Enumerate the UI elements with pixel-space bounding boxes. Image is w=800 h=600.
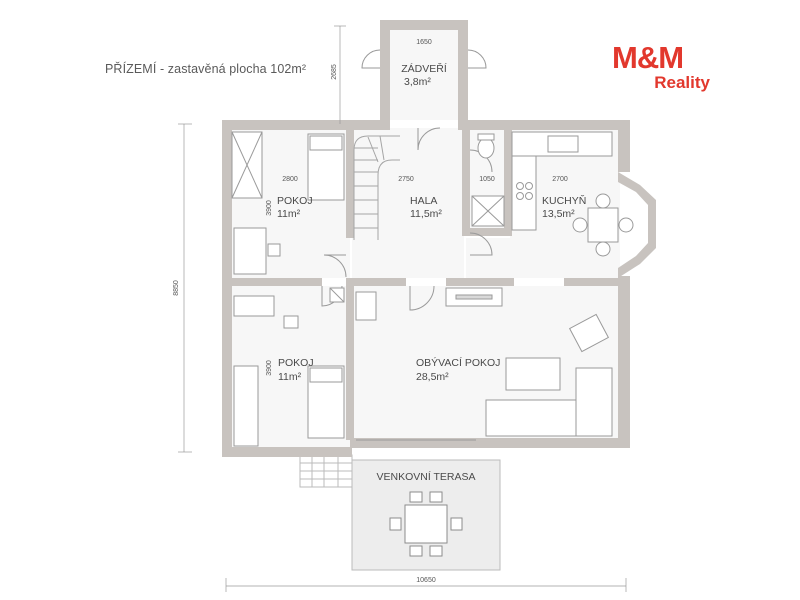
wall-east-low bbox=[618, 276, 630, 448]
room-kuchyn-area: 13,5m² bbox=[542, 208, 575, 220]
wall-east-high bbox=[618, 120, 630, 172]
door-hala-pokoj1 bbox=[323, 254, 347, 278]
wall-north-right bbox=[468, 120, 628, 130]
dim-zadveri-width: 1650 bbox=[416, 39, 432, 46]
wall-int-8 bbox=[564, 278, 630, 286]
bathroom-fixtures bbox=[471, 133, 505, 227]
room-hala-area: 11,5m² bbox=[410, 208, 442, 220]
room-fills bbox=[230, 28, 620, 454]
living-coffee-table bbox=[505, 357, 561, 391]
dim-pokoj1-depth: 3900 bbox=[266, 200, 273, 216]
room-pokoj2-name: POKOJ bbox=[278, 357, 314, 369]
living-armchair bbox=[568, 313, 610, 353]
hob-1 bbox=[516, 182, 524, 190]
pokoj1-chair bbox=[267, 243, 281, 257]
wall-int-9 bbox=[346, 286, 354, 440]
dim-wc-width: 1050 bbox=[479, 176, 495, 183]
dimension-texts: 1650 2685 2800 3900 2750 1050 2700 3900 … bbox=[173, 39, 568, 584]
hob-2 bbox=[525, 182, 533, 190]
kitchen-table bbox=[587, 207, 619, 243]
dim-zadveri-depth: 2685 bbox=[331, 64, 338, 80]
room-labels: ZÁDVEŘÍ 3,8m² POKOJ 11m² HALA 11,5m² KUC… bbox=[277, 62, 586, 483]
room-hala-name: HALA bbox=[410, 195, 437, 207]
wall-west bbox=[222, 120, 232, 457]
pokoj2-wardrobe bbox=[233, 365, 259, 447]
hob-3 bbox=[516, 192, 524, 200]
walls bbox=[222, 20, 656, 457]
room-pokoj1-name: POKOJ bbox=[277, 195, 313, 207]
dim-pokoj1-width: 2800 bbox=[282, 176, 298, 183]
kitchen-chair-1 bbox=[595, 193, 611, 209]
room-kuchyn-name: KUCHYŇ bbox=[542, 194, 586, 207]
dim-total-width: 10650 bbox=[416, 577, 436, 584]
kitchen-chair-4 bbox=[618, 217, 634, 233]
wall-int-5 bbox=[222, 278, 322, 286]
living-sofa-side bbox=[575, 367, 613, 437]
kitchen-chair-3 bbox=[572, 217, 588, 233]
living-shelf bbox=[355, 291, 377, 321]
kitchen-counter-side bbox=[511, 155, 537, 231]
wall-int-7 bbox=[446, 278, 514, 286]
pokoj2-furniture bbox=[233, 287, 345, 447]
pokoj1-furniture bbox=[231, 131, 345, 275]
brand-logo-subtitle: Reality bbox=[654, 73, 710, 92]
terrace-table-set bbox=[389, 491, 463, 557]
terrace bbox=[299, 454, 501, 571]
dim-total-depth: 8850 bbox=[173, 280, 180, 296]
living-furniture bbox=[355, 287, 613, 441]
wall-south-right bbox=[350, 438, 630, 448]
toilet bbox=[477, 137, 495, 159]
kitchen-chair-2 bbox=[595, 241, 611, 257]
room-pokoj1-area: 11m² bbox=[277, 208, 301, 220]
brand-logo-mark: M&M bbox=[612, 40, 684, 75]
kitchen-fixtures bbox=[511, 131, 634, 257]
kitchen-sink bbox=[547, 135, 579, 153]
room-zadveri-area: 3,8m² bbox=[404, 76, 431, 88]
door-hala-wc bbox=[469, 232, 493, 256]
terrace-stairs bbox=[299, 454, 353, 488]
staircase bbox=[353, 135, 400, 240]
door-zadveri-hala bbox=[417, 127, 441, 151]
wall-zadveri-north bbox=[380, 20, 468, 30]
room-terasa-name: VENKOVNÍ TERASA bbox=[376, 470, 475, 483]
dim-kuchyn-width: 2700 bbox=[552, 176, 568, 183]
room-obyvaci-area: 28,5m² bbox=[416, 371, 449, 383]
wall-int-1 bbox=[346, 130, 354, 238]
zadveri-windows bbox=[361, 49, 487, 69]
room-obyvaci-name: OBÝVACÍ POKOJ bbox=[416, 356, 500, 369]
wall-int-3 bbox=[504, 130, 512, 230]
wall-south-left bbox=[222, 447, 352, 457]
room-zadveri-name: ZÁDVEŘÍ bbox=[401, 62, 447, 75]
wall-zadveri-east bbox=[458, 20, 468, 130]
wall-int-2 bbox=[462, 130, 470, 230]
brand-logo: M&M Reality bbox=[612, 42, 722, 92]
pokoj1-desk bbox=[233, 227, 267, 275]
door-hala-obyvaci bbox=[409, 285, 435, 311]
wall-north-left bbox=[222, 120, 380, 130]
pokoj2-chair bbox=[283, 315, 299, 329]
wall-bay-window bbox=[618, 172, 656, 278]
pokoj2-desk bbox=[233, 295, 275, 317]
dimension-lines bbox=[178, 25, 627, 592]
room-pokoj2-area: 11m² bbox=[278, 371, 302, 383]
dim-pokoj2-depth: 3900 bbox=[266, 360, 273, 376]
dim-hala-width: 2750 bbox=[398, 176, 414, 183]
plan-title: PŘÍZEMÍ - zastavěná plocha 102m² bbox=[105, 62, 307, 76]
wall-zadveri-west bbox=[380, 20, 390, 130]
hob-4 bbox=[525, 192, 533, 200]
wall-int-6 bbox=[346, 278, 406, 286]
wall-int-4 bbox=[462, 228, 512, 236]
